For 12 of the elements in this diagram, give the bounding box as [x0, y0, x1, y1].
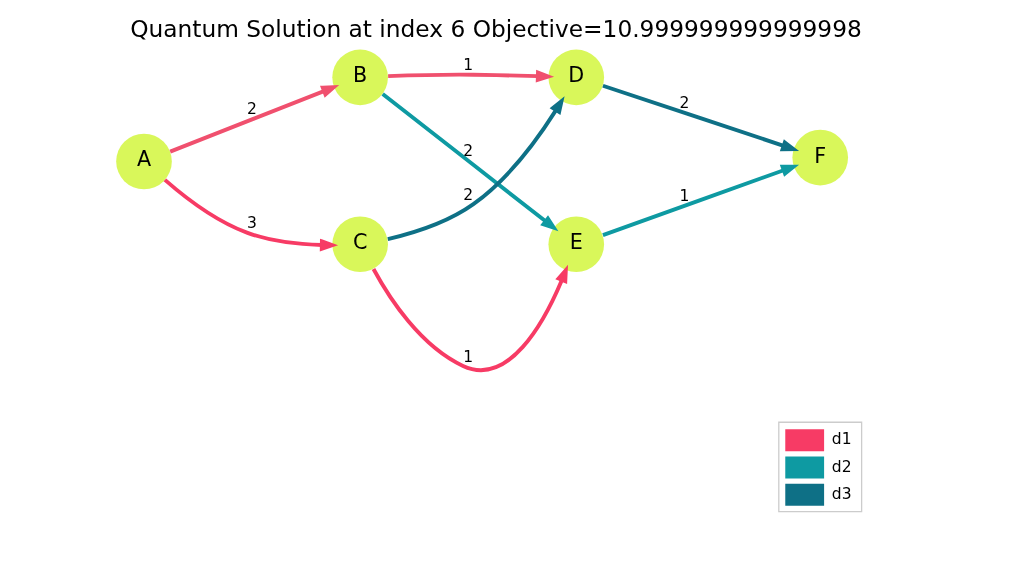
edge-label: 2 [678, 93, 689, 112]
diagram-title: Quantum Solution at index 6 Objective=10.999999999999998 [129, 15, 862, 43]
legend-label: d2 [831, 457, 852, 476]
edge-label: 3 [246, 214, 257, 233]
edge-label: 1 [462, 347, 473, 366]
edge-label: 2 [462, 185, 473, 204]
legend-label: d1 [831, 430, 852, 449]
legend-label: d3 [831, 484, 852, 503]
edge-label: 1 [678, 187, 689, 206]
edge-label: 2 [246, 100, 257, 119]
edge-label: 2 [462, 141, 473, 160]
edge-label: 1 [462, 56, 473, 75]
